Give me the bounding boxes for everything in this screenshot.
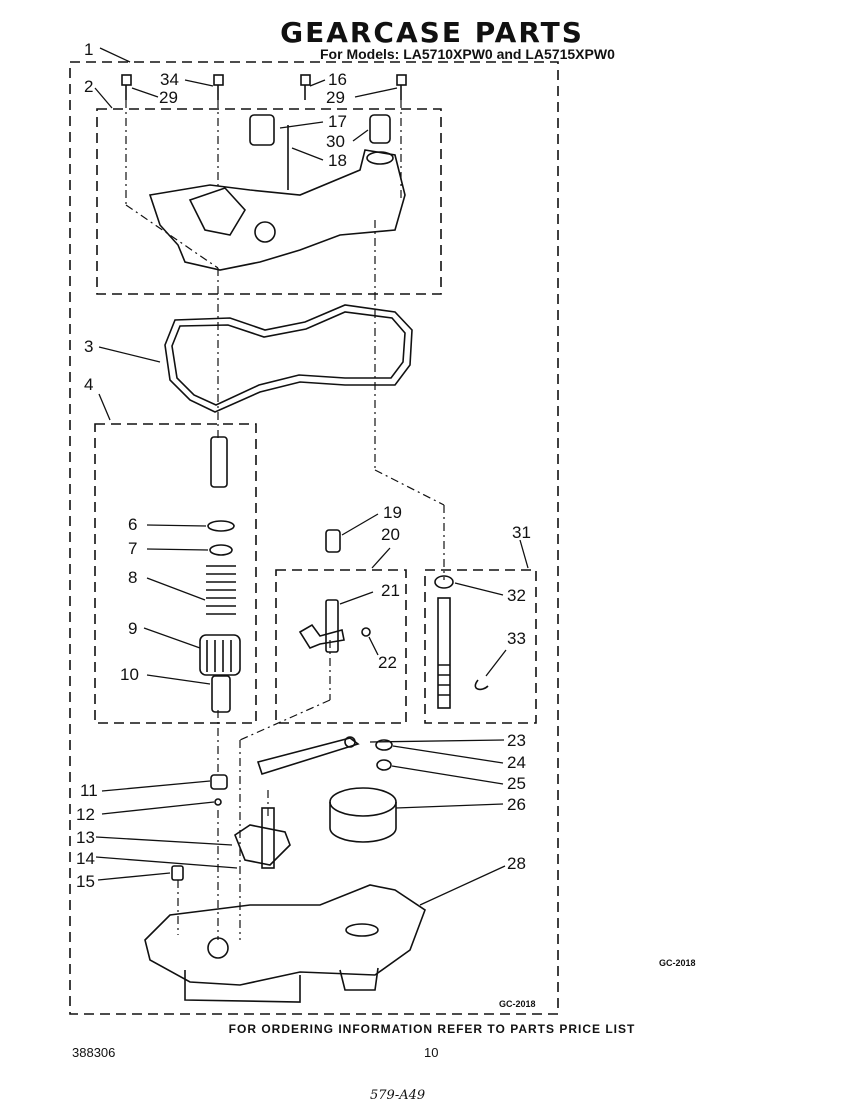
callout-24: 24 [507,753,526,772]
callout-13: 13 [76,828,95,847]
group-20-box [275,569,407,724]
model-subtitle: For Models: LA5710XPW0 and LA5715XPW0 [320,46,615,62]
group-4-box [94,423,257,724]
callout-7: 7 [128,539,137,558]
callout-14: 14 [76,849,95,868]
group-31-box [424,569,537,724]
callout-9: 9 [128,619,137,638]
gearcase-cover-part [148,114,406,271]
callout-28: 28 [507,854,526,873]
ordering-footer: FOR ORDERING INFORMATION REFER TO PARTS … [228,1022,636,1036]
callout-30: 30 [326,132,345,151]
callout-31: 31 [512,523,531,542]
callout-23: 23 [507,731,526,750]
callout-20: 20 [381,525,400,544]
page-title: GEARCASE PARTS [280,16,584,49]
callout-29-right: 29 [326,88,345,107]
group-20-parts [298,529,371,653]
group-4-parts [199,436,241,713]
callout-17: 17 [328,112,347,131]
assembly-1-boundary [69,61,559,1015]
group-31-parts [434,575,489,709]
callout-25: 25 [507,774,526,793]
callout-1: 1 [84,40,93,59]
callout-19: 19 [383,503,402,522]
callout-12: 12 [76,805,95,824]
callout-22: 22 [378,653,397,672]
page-number: 10 [424,1045,439,1060]
drawing-code-right: GC-2018 [659,958,696,968]
callout-6: 6 [128,515,137,534]
lower-parts [144,736,426,1003]
cover-2-box [96,108,442,295]
callout-32: 32 [507,586,526,605]
callout-26: 26 [507,795,526,814]
callout-29-left: 29 [159,88,178,107]
callout-21: 21 [381,581,400,600]
callout-2: 2 [84,77,93,96]
callout-34: 34 [160,70,179,89]
callout-15: 15 [76,872,95,891]
callout-33: 33 [507,629,526,648]
callout-4: 4 [84,375,93,394]
callout-8: 8 [128,568,137,587]
callout-3: 3 [84,337,93,356]
gasket-part [164,304,413,413]
handwritten-note: 579-A49 [370,1088,426,1103]
callout-18: 18 [328,151,347,170]
callout-11: 11 [80,781,98,800]
callout-16: 16 [328,70,347,89]
drawing-code-inner: GC-2018 [499,999,536,1009]
callout-10: 10 [120,665,139,684]
document-number: 388306 [72,1045,116,1060]
callout-leaders [94,47,529,906]
screws-top [121,74,407,100]
